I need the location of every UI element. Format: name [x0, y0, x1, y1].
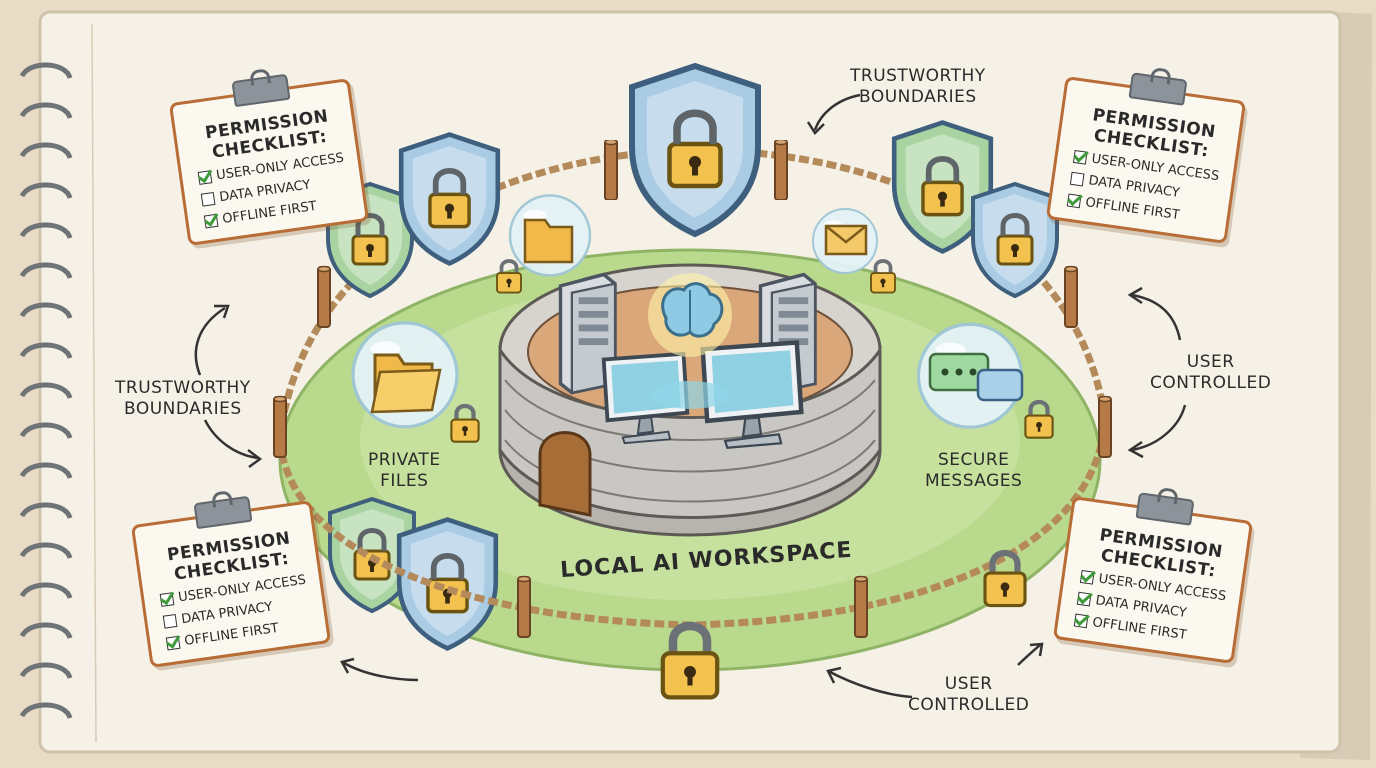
checkbox-empty-icon: [1069, 171, 1085, 187]
checkbox-checked-icon: [1073, 613, 1089, 629]
folder-icon: [351, 194, 592, 429]
checkbox-checked-icon: [1079, 569, 1095, 585]
checkbox-empty-icon: [162, 613, 178, 629]
checkbox-checked-icon: [1076, 591, 1092, 607]
brain-icon: [648, 273, 732, 409]
checkbox-checked-icon: [197, 170, 213, 185]
spiral-binding: [19, 62, 73, 720]
checkbox-checked-icon: [159, 592, 175, 607]
checkbox-empty-icon: [200, 191, 216, 207]
curved-arrows: [194, 93, 1187, 699]
chat-bubble-icon: [916, 322, 1024, 429]
envelope-icon: [811, 207, 879, 275]
checkbox-checked-icon: [1066, 193, 1082, 209]
checkbox-checked-icon: [203, 213, 219, 229]
checkbox-checked-icon: [165, 635, 181, 651]
checkbox-checked-icon: [1072, 149, 1088, 165]
